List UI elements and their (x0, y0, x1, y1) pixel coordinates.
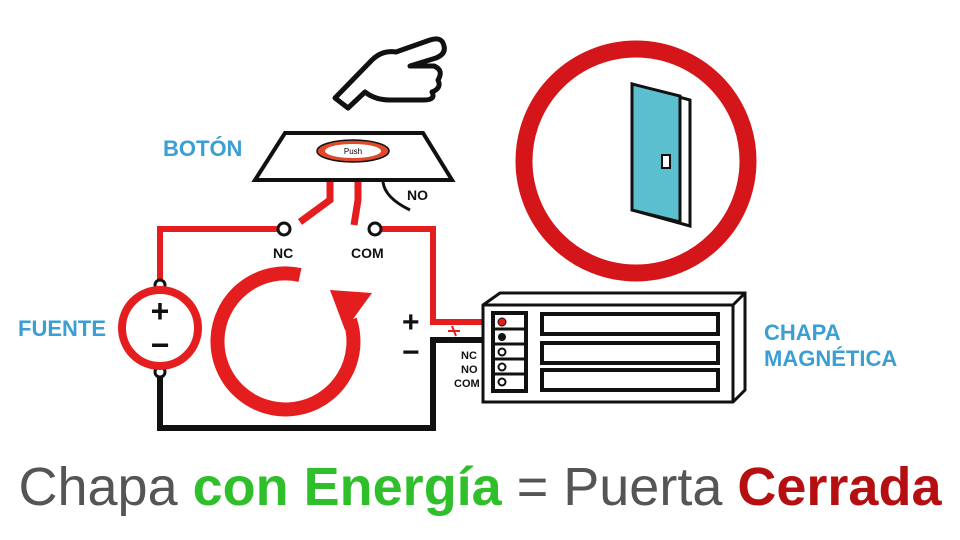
no-terminal-label: NO (407, 187, 428, 203)
button-label: BOTÓN (163, 136, 242, 161)
magnetic-lock (481, 291, 747, 404)
closed-door-icon (515, 40, 757, 282)
caption-part-energy: con Energía (192, 457, 502, 517)
caption-part-door: = Puerta (501, 457, 738, 517)
red-wire-lock (376, 226, 502, 325)
com-wire (350, 182, 362, 226)
power-source: + − (118, 278, 202, 379)
minus-sign: − (402, 336, 420, 369)
lock-no-label: NO (461, 364, 478, 376)
com-label: COM (351, 245, 384, 261)
caption-part-closed: Cerrada (737, 457, 942, 517)
push-button: Push (251, 131, 456, 182)
button-face-label: Push (344, 147, 362, 156)
source-minus: − (151, 327, 170, 363)
source-plus: + (151, 293, 170, 329)
lock-label-line2: MAGNÉTICA (764, 346, 897, 371)
black-wire (157, 337, 502, 431)
nc-terminal (276, 221, 292, 237)
nc-label: NC (273, 245, 293, 261)
source-label: FUENTE (18, 316, 106, 341)
caption: Chapa con Energía = Puerta Cerrada (0, 452, 960, 522)
diode-icon (448, 325, 460, 337)
current-flow-arrow-icon (210, 266, 372, 417)
pointing-hand-icon (332, 36, 447, 111)
caption-part-chapa: Chapa (18, 457, 193, 517)
red-wire-top (157, 226, 283, 285)
no-wire (381, 181, 411, 212)
com-terminal (367, 221, 383, 237)
plus-sign: + (402, 306, 420, 339)
lock-label-line1: CHAPA (764, 320, 841, 345)
nc-wire (297, 182, 334, 225)
lock-nc-label: NC (461, 350, 477, 362)
lock-com-label: COM (454, 378, 480, 390)
